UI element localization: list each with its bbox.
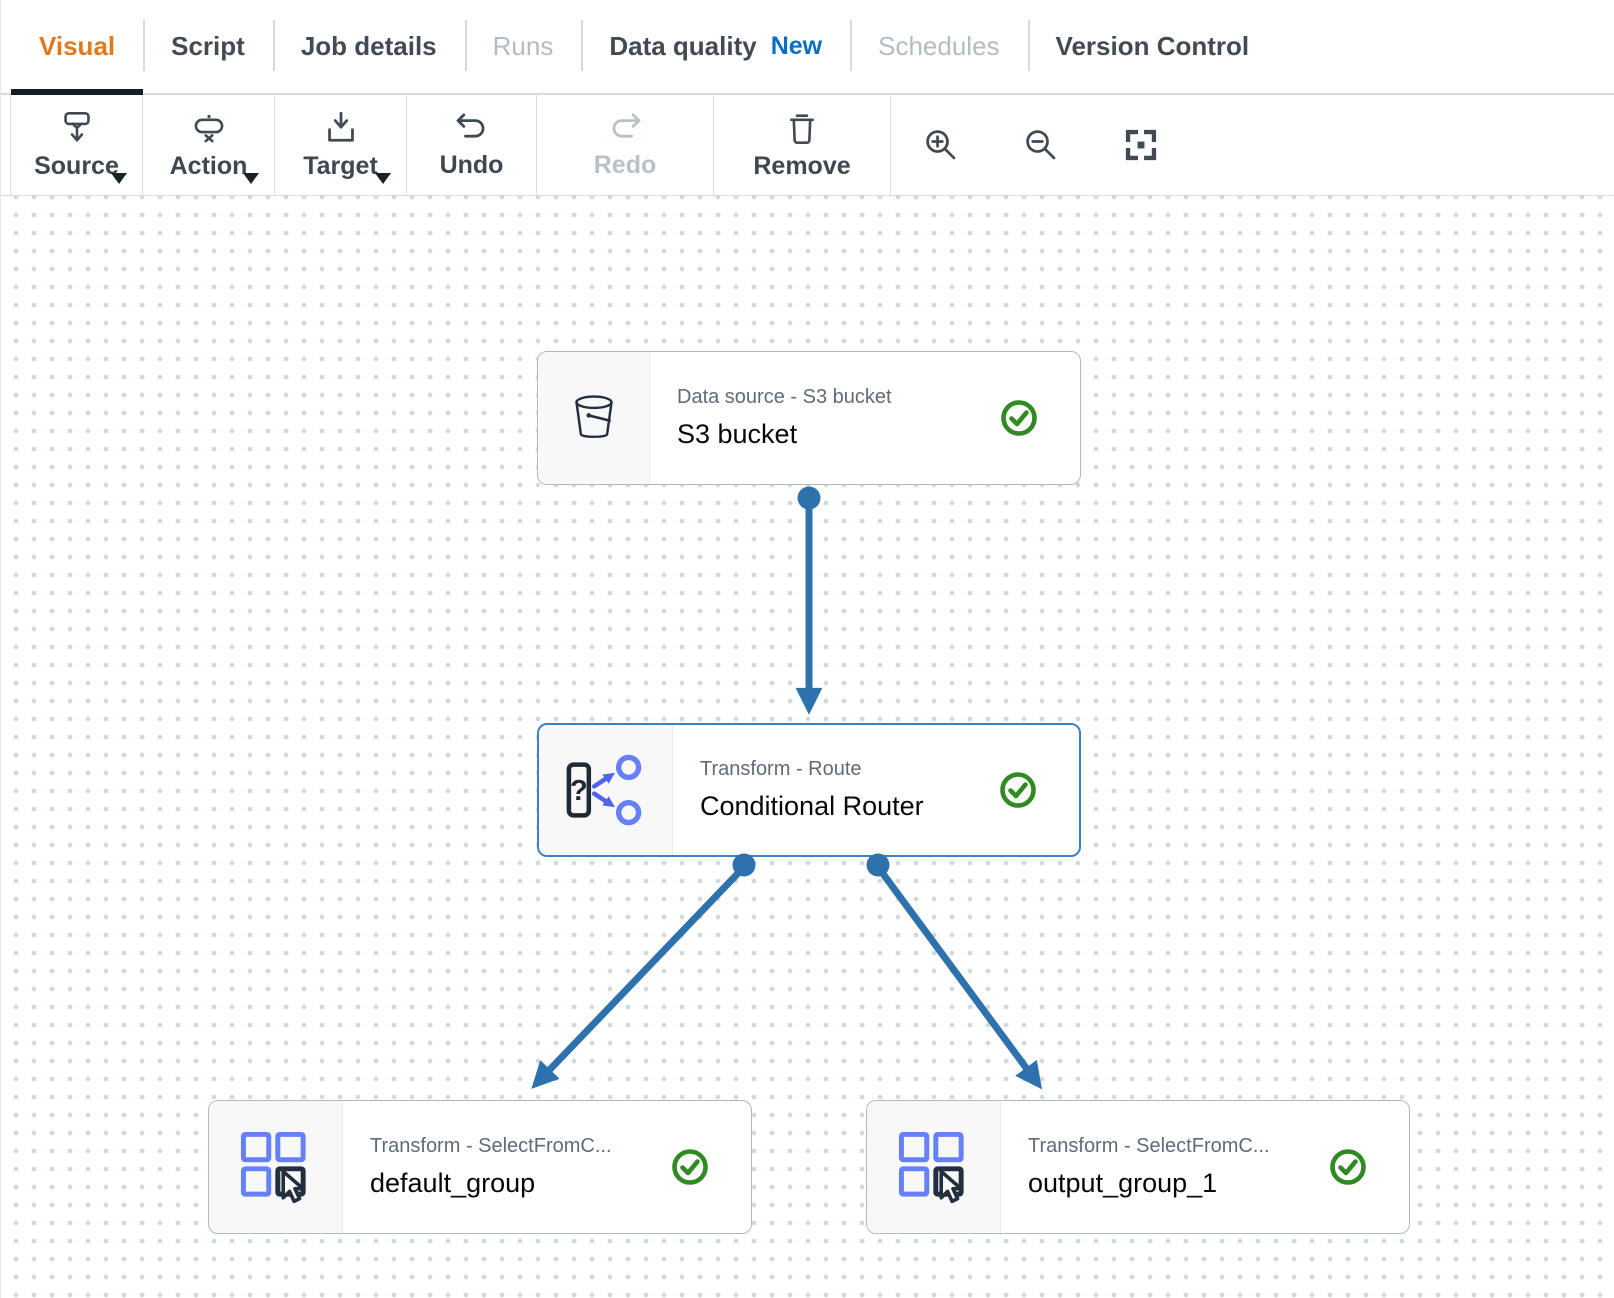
tab-runs-label: Runs (492, 31, 554, 61)
router-output-port-group1[interactable] (866, 853, 890, 877)
node-icon-panel (538, 352, 650, 484)
undo-button-label: Undo (439, 151, 504, 179)
node-text: Transform - SelectFromC... output_group_… (1001, 1101, 1409, 1233)
node-type-label: Data source - S3 bucket (677, 386, 892, 408)
node-icon-panel (867, 1101, 1001, 1233)
s3-output-port[interactable] (797, 486, 821, 510)
node-text: Data source - S3 bucket S3 bucket (650, 352, 1080, 484)
fit-view-button[interactable] (1091, 95, 1191, 195)
canvas-toolbar: Source Action Target (1, 95, 1614, 196)
node-name-label: output_group_1 (1028, 1168, 1218, 1198)
status-valid-icon (1330, 1149, 1366, 1185)
tab-schedules[interactable]: Schedules (850, 0, 1027, 93)
tab-version-control[interactable]: Version Control (1027, 0, 1278, 93)
tab-job-details-label: Job details (300, 31, 437, 61)
tab-script[interactable]: Script (143, 0, 273, 93)
node-type-label: Transform - Route (700, 758, 862, 780)
chevron-down-icon (243, 173, 259, 184)
remove-button-label: Remove (753, 152, 851, 180)
target-menu-button[interactable]: Target (275, 95, 407, 195)
zoom-out-icon (1026, 130, 1056, 160)
edge-router-to-default-group (531, 864, 747, 1089)
router-output-port-default[interactable] (732, 853, 756, 877)
select-from-collection-icon (240, 1131, 306, 1204)
node-s3-bucket[interactable]: Data source - S3 bucket S3 bucket (537, 351, 1081, 485)
fit-view-icon (1125, 129, 1157, 161)
undo-icon (456, 113, 484, 138)
node-output-group-1[interactable]: Transform - SelectFromC... output_group_… (866, 1100, 1410, 1234)
trash-icon (790, 114, 814, 145)
target-button-label: Target (303, 152, 378, 180)
new-badge: New (770, 32, 823, 60)
status-valid-icon (1001, 400, 1037, 436)
zoom-out-button[interactable] (991, 95, 1091, 195)
select-from-collection-icon (898, 1131, 964, 1204)
tab-visual[interactable]: Visual (11, 0, 144, 95)
s3-bucket-icon (574, 395, 613, 439)
remove-button[interactable]: Remove (714, 95, 891, 195)
editor-tabbar: Visual Script Job details Runs Data qual… (1, 0, 1614, 95)
node-type-label: Transform - SelectFromC... (1028, 1135, 1270, 1157)
action-menu-button[interactable]: Action (143, 95, 275, 195)
tab-visual-label: Visual (39, 31, 116, 61)
redo-icon (612, 113, 641, 138)
node-text: Transform - SelectFromC... default_group (343, 1101, 751, 1233)
tab-job-details[interactable]: Job details (272, 0, 465, 93)
status-valid-icon (1000, 772, 1036, 808)
node-icon-panel (209, 1101, 343, 1233)
node-name-label: default_group (370, 1168, 536, 1198)
node-conditional-router[interactable]: ? Transform - Route Conditional Router (537, 723, 1081, 857)
target-icon (327, 111, 354, 142)
source-button-label: Source (34, 152, 119, 180)
tab-schedules-label: Schedules (878, 31, 1000, 61)
action-button-label: Action (169, 152, 248, 180)
source-menu-button[interactable]: Source (10, 95, 143, 195)
tab-runs[interactable]: Runs (464, 0, 582, 93)
tab-version-control-label: Version Control (1055, 31, 1250, 61)
status-valid-icon (672, 1149, 708, 1185)
node-type-label: Transform - SelectFromC... (370, 1135, 612, 1157)
chevron-down-icon (375, 173, 391, 184)
node-icon-panel: ? (539, 725, 673, 855)
undo-button[interactable]: Undo (407, 95, 537, 195)
source-icon (63, 111, 90, 142)
redo-button-label: Redo (593, 151, 657, 179)
job-graph-canvas[interactable]: Data source - S3 bucket S3 bucket ? (1, 196, 1614, 1298)
node-name-label: S3 bucket (677, 419, 798, 449)
redo-button[interactable]: Redo (537, 95, 714, 195)
conditional-router-icon: ? (566, 754, 641, 826)
action-icon (194, 114, 223, 143)
node-name-label: Conditional Router (700, 791, 924, 821)
zoom-in-button[interactable] (891, 95, 991, 195)
edge-router-to-output-group-1 (875, 864, 1042, 1090)
chevron-down-icon (111, 173, 127, 184)
svg-text:?: ? (570, 775, 588, 807)
node-text: Transform - Route Conditional Router (673, 725, 1079, 855)
node-default-group[interactable]: Transform - SelectFromC... default_group (208, 1100, 752, 1234)
tab-script-label: Script (171, 31, 245, 61)
tab-data-quality[interactable]: Data quality New (581, 0, 850, 93)
zoom-in-icon (926, 130, 956, 160)
tab-data-quality-label: Data quality (609, 31, 757, 61)
